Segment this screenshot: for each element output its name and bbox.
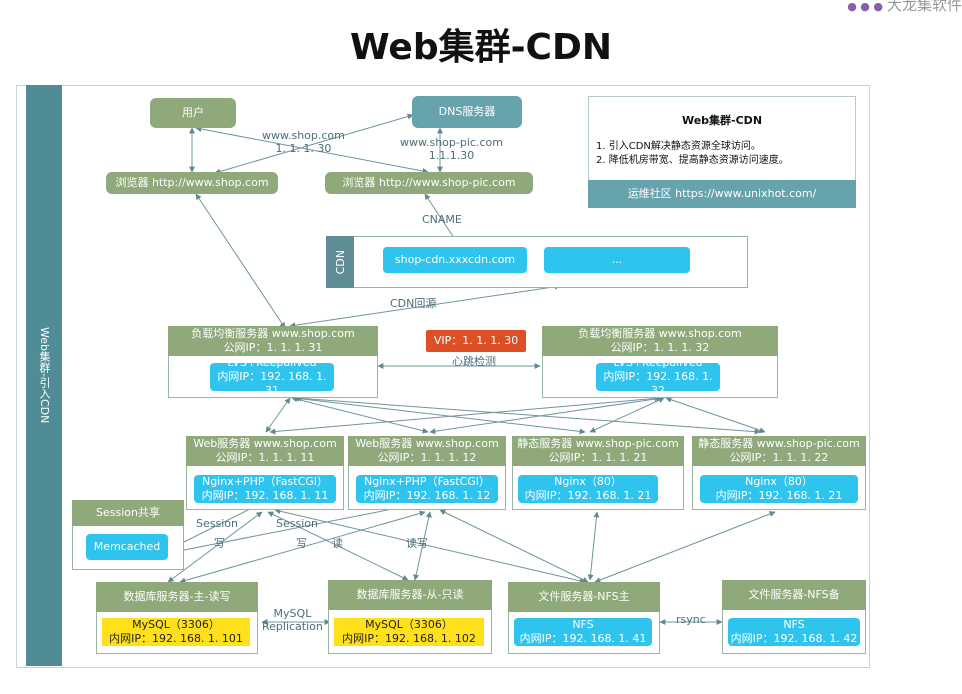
edge-label-read-write: 读写 xyxy=(406,537,428,550)
db-slave-header: 数据库服务器-从-只读 xyxy=(328,580,492,610)
edge-label-write-1: 写 xyxy=(214,537,225,550)
diagram-sidebar: Web集群-引入CDN xyxy=(26,85,62,666)
browser-shop-pic-node: 浏览器 http://www.shop-pic.com xyxy=(325,172,533,194)
rsync-label: rsync xyxy=(676,613,706,626)
info-line-2: 2. 降低机房带宽、提高静态资源访问速度。 xyxy=(596,155,789,166)
session-header: Session共享 xyxy=(72,500,184,526)
cdn-origin-label: CDN回源 xyxy=(390,297,437,310)
dns-server-node: DNS服务器 xyxy=(412,96,522,128)
page-title: Web集群-CDN xyxy=(350,27,612,68)
db-slave-service: MySQL（3306）内网IP：192. 168. 1. 102 xyxy=(334,618,484,646)
memcached-node: Memcached xyxy=(86,534,168,560)
info-title: Web集群-CDN xyxy=(681,114,763,127)
edge-label-read: 读 xyxy=(332,537,343,550)
edge-cdn-origin xyxy=(289,283,561,329)
edge-label-write-2: 写 xyxy=(296,537,307,550)
info-line-1: 1. 引入CDN解决静态资源全球访问。 xyxy=(596,141,761,152)
cdn-tag: CDN xyxy=(326,236,354,288)
nfs-master-header: 文件服务器-NFS主 xyxy=(508,582,660,612)
heartbeat-label: 心跳检测 xyxy=(452,355,496,368)
edge-cname xyxy=(424,193,459,245)
cdn-node-more: ... xyxy=(544,247,690,273)
static-server-2-service: Nginx（80）内网IP：192. 168. 1. 21 xyxy=(700,475,858,503)
browser-shop-node: 浏览器 http://www.shop.com xyxy=(106,172,278,194)
logo-dots-icon: ● ● ● xyxy=(847,0,883,13)
session-label-1: Session xyxy=(196,517,238,530)
user-node: 用户 xyxy=(150,98,236,128)
db-master-service: MySQL（3306）内网IP：192. 168. 1. 101 xyxy=(102,618,250,646)
edge-browser1-lb xyxy=(195,193,286,329)
db-master-header: 数据库服务器-主-读写 xyxy=(96,582,258,612)
cdn-tag-label: CDN xyxy=(333,249,347,275)
info-footer: 运维社区 https://www.unixhot.com/ xyxy=(588,180,856,208)
web-server-2-service: Nginx+PHP（FastCGI）内网IP：192. 168. 1. 12 xyxy=(356,475,498,503)
sidebar-label: Web集群-引入CDN xyxy=(38,327,51,424)
nfs-backup-header: 文件服务器-NFS备 xyxy=(722,580,866,610)
edge-browser1-dns xyxy=(214,113,414,175)
static-server-1-service: Nginx（80）内网IP：192. 168. 1. 21 xyxy=(518,475,658,503)
session-label-2: Session xyxy=(276,517,318,530)
brand-logo: ● ● ●大龙集软件 xyxy=(847,0,962,15)
cname-label: CNAME xyxy=(422,213,462,226)
vip-badge: VIP：1. 1. 1. 30 xyxy=(426,330,526,352)
logo-text: 大龙集软件 xyxy=(886,0,962,14)
web-server-1-service: Nginx+PHP（FastCGI）内网IP：192. 168. 1. 11 xyxy=(194,475,336,503)
cdn-node-primary: shop-cdn.xxxcdn.com xyxy=(383,247,527,273)
diagram-frame xyxy=(16,85,870,668)
